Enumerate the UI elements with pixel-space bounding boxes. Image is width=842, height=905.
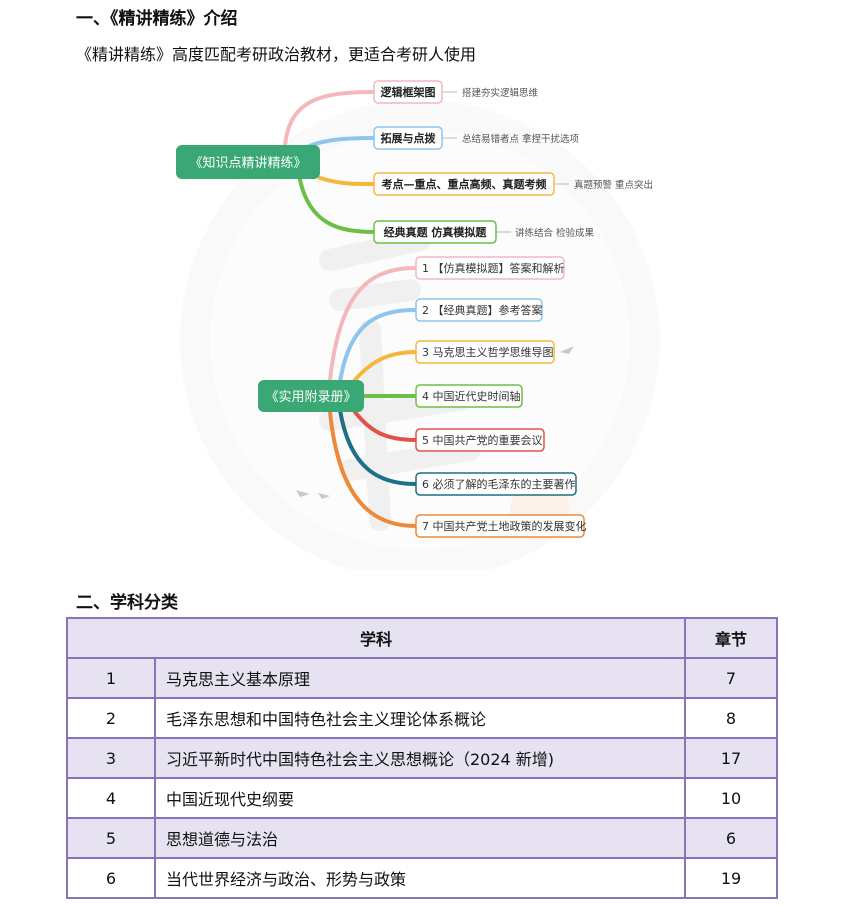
row-chapters: 8 — [684, 697, 778, 739]
appendix-item-2: 2 【经典真题】参考答案 — [415, 298, 543, 322]
branch-extension-tips: 拓展与点拨 总结易错者点 拿捏干扰选项 — [373, 126, 580, 150]
svg-text:7 中国共产党土地政策的发展变化: 7 中国共产党土地政策的发展变化 — [422, 519, 587, 533]
svg-text:6 必须了解的毛泽东的主要著作: 6 必须了解的毛泽东的主要著作 — [422, 477, 576, 491]
row-index: 5 — [66, 817, 156, 859]
mind-map: 《知识点精讲精练》 逻辑框架图 搭建夯实逻辑思维 拓展与点拨 总结易错者点 拿捏… — [176, 80, 660, 570]
svg-text:3 马克思主义哲学思维导图: 3 马克思主义哲学思维导图 — [422, 345, 554, 359]
appendix-item-7: 7 中国共产党土地政策的发展变化 — [415, 514, 587, 538]
mindmap-root-appendix: 《实用附录册》 — [258, 380, 364, 412]
section-2-heading: 二、学科分类 — [76, 593, 178, 613]
bird-decoration-icon — [296, 346, 574, 499]
root-appendix-label: 《实用附录册》 — [265, 390, 356, 405]
branch-logic-framework: 逻辑框架图 搭建夯实逻辑思维 — [373, 80, 539, 104]
header-chapters: 章节 — [684, 617, 778, 659]
svg-text:2 【经典真题】参考答案: 2 【经典真题】参考答案 — [422, 303, 543, 317]
svg-text:逻辑框架图: 逻辑框架图 — [381, 85, 436, 99]
svg-text:总结易错者点 拿捏干扰选项: 总结易错者点 拿捏干扰选项 — [462, 133, 580, 145]
row-chapters: 7 — [684, 657, 778, 699]
row-index: 2 — [66, 697, 156, 739]
section-1-intro: 《精讲精练》高度匹配考研政治教材，更适合考研人使用 — [76, 45, 477, 64]
table-row: 1 马克思主义基本原理 7 — [66, 657, 778, 699]
table-row: 3 习近平新时代中国特色社会主义思想概论（2024 新增) 17 — [66, 737, 778, 779]
root-knowledge-label: 《知识点精讲精练》 — [189, 155, 306, 171]
appendix-item-1: 1 【仿真模拟题】答案和解析 — [415, 256, 565, 280]
row-index: 1 — [66, 657, 156, 699]
row-chapters: 6 — [684, 817, 778, 859]
branch-classic-questions: 经典真题 仿真模拟题 讲练结合 检验成果 — [373, 220, 595, 244]
svg-text:1 【仿真模拟题】答案和解析: 1 【仿真模拟题】答案和解析 — [422, 261, 565, 275]
appendix-item-4: 4 中国近代史时间轴 — [415, 384, 523, 408]
row-subject: 思想道德与法治 — [154, 817, 686, 859]
row-subject: 毛泽东思想和中国特色社会主义理论体系概论 — [154, 697, 686, 739]
appendix-item-6: 6 必须了解的毛泽东的主要著作 — [415, 472, 577, 496]
row-chapters: 17 — [684, 737, 778, 779]
row-index: 6 — [66, 857, 156, 899]
table-row: 2 毛泽东思想和中国特色社会主义理论体系概论 8 — [66, 697, 778, 739]
row-subject: 当代世界经济与政治、形势与政策 — [154, 857, 686, 899]
svg-text:考点—重点、重点高频、真题考频: 考点—重点、重点高频、真题考频 — [382, 177, 547, 191]
svg-text:5 中国共产党的重要会议: 5 中国共产党的重要会议 — [422, 433, 543, 447]
svg-text:4 中国近代史时间轴: 4 中国近代史时间轴 — [422, 389, 521, 403]
svg-text:经典真题 仿真模拟题: 经典真题 仿真模拟题 — [384, 225, 488, 239]
row-chapters: 10 — [684, 777, 778, 819]
section-1-heading: 一、《精讲精练》介绍 — [76, 9, 238, 29]
appendix-item-5: 5 中国共产党的重要会议 — [415, 428, 545, 452]
branch-key-points: 考点—重点、重点高频、真题考频 真题预警 重点突出 — [373, 172, 653, 196]
mindmap-root-knowledge: 《知识点精讲精练》 — [176, 145, 320, 179]
row-index: 4 — [66, 777, 156, 819]
row-subject: 习近平新时代中国特色社会主义思想概论（2024 新增) — [154, 737, 686, 779]
row-subject: 中国近现代史纲要 — [154, 777, 686, 819]
svg-text:真题预警 重点突出: 真题预警 重点突出 — [574, 179, 653, 191]
subject-table: 学科 章节 1 马克思主义基本原理 7 2 毛泽东思想和中国特色社会主义理论体系… — [66, 617, 778, 899]
row-subject: 马克思主义基本原理 — [154, 657, 686, 699]
header-subject: 学科 — [66, 617, 686, 659]
svg-text:拓展与点拨: 拓展与点拨 — [381, 131, 437, 145]
table-header-row: 学科 章节 — [66, 617, 778, 659]
row-index: 3 — [66, 737, 156, 779]
table-row: 5 思想道德与法治 6 — [66, 817, 778, 859]
svg-text:讲练结合 检验成果: 讲练结合 检验成果 — [515, 227, 595, 239]
appendix-item-3: 3 马克思主义哲学思维导图 — [415, 340, 555, 364]
svg-text:搭建夯实逻辑思维: 搭建夯实逻辑思维 — [462, 87, 539, 99]
table-row: 6 当代世界经济与政治、形势与政策 19 — [66, 857, 778, 899]
row-chapters: 19 — [684, 857, 778, 899]
table-row: 4 中国近现代史纲要 10 — [66, 777, 778, 819]
